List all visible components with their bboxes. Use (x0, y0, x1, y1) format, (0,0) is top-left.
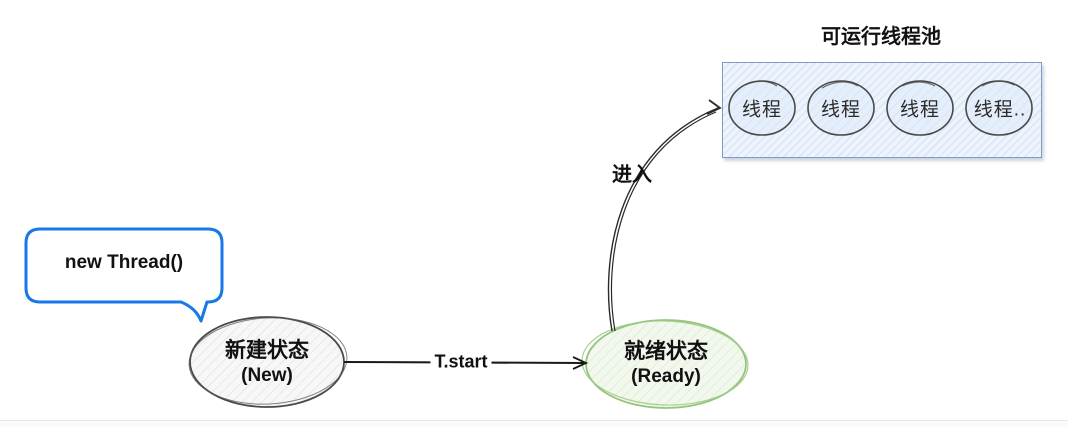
enter-label: 进入 (612, 164, 652, 186)
pool-thread-label-3: 线程 (899, 99, 941, 121)
enter-arrow (607, 99, 722, 332)
pool-title: 可运行线程池 (821, 26, 941, 48)
speech-bubble (24, 227, 224, 323)
pool-thread-label-1: 线程 (741, 99, 783, 121)
pool-thread-ellipse-1 (728, 80, 796, 136)
ready-state-line2: (Ready) (631, 366, 701, 387)
new-state-label: 新建状态 (New) (225, 338, 309, 388)
ready-state-ellipse (581, 319, 749, 409)
pool-thread-ellipse-2 (807, 80, 875, 136)
pool-thread-ellipses (728, 80, 1033, 136)
pool-thread-ellipse-3 (886, 80, 954, 136)
new-thread-callout-label: new Thread() (64, 252, 184, 273)
ready-state-line1: 就绪状态 (624, 340, 708, 363)
new-state-line2: (New) (241, 365, 293, 386)
pool-thread-label-4: 线程.. (973, 99, 1027, 121)
new-state-line1: 新建状态 (225, 339, 309, 362)
pool-thread-ellipse-4 (965, 80, 1033, 136)
bottom-divider (0, 420, 1068, 427)
ready-state-label: 就绪状态 (Ready) (624, 339, 708, 389)
pool-thread-label-2: 线程 (820, 99, 862, 121)
tstart-label: T.start (430, 351, 492, 373)
